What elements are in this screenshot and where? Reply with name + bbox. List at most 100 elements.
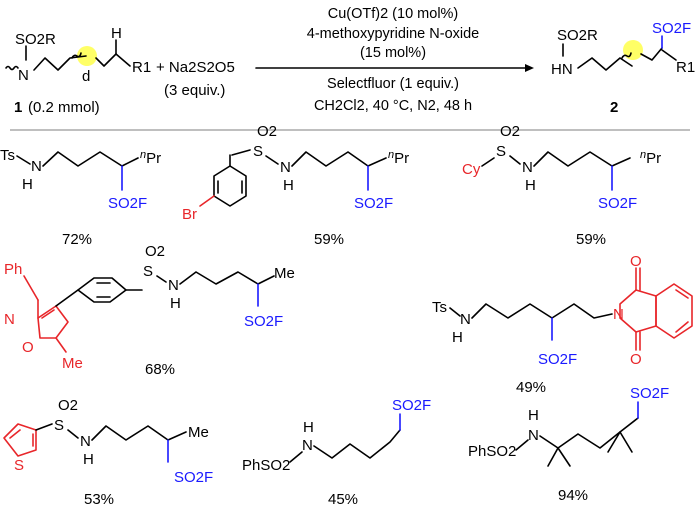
- example-5: Ts N H SO2F N O O 49%: [432, 253, 693, 396]
- sulfonyl-label: SO2R: [15, 31, 56, 48]
- methyl-bond: [547, 447, 559, 467]
- bond: [675, 321, 689, 333]
- benzene-ring: [77, 277, 127, 303]
- r1-bond: [115, 53, 131, 67]
- me-label: Me: [62, 355, 83, 372]
- isoxazole-o-label: O: [22, 339, 34, 356]
- bond: [55, 337, 67, 353]
- yield-label: 45%: [328, 491, 358, 508]
- chain-bonds: [577, 57, 633, 71]
- bond: [16, 155, 31, 165]
- hydrogen-label: H: [83, 451, 94, 468]
- nitrogen-label: N: [31, 158, 42, 175]
- nitrogen-label: N: [302, 437, 313, 454]
- so2f-label: SO2F: [598, 195, 637, 212]
- thiophene-ring: [3, 423, 37, 457]
- chain-bonds-2: [95, 53, 117, 67]
- hydrogen-label: H: [22, 176, 33, 193]
- sulfur-label: S: [54, 417, 64, 434]
- product-2: SO2R HN SO2F R1 2: [551, 20, 695, 116]
- chain-bonds: [539, 417, 639, 449]
- r1-label: R1: [676, 59, 695, 76]
- chain-bonds: [533, 151, 631, 167]
- condition-catalyst: Cu(OTf)2 (10 mol%): [328, 6, 459, 22]
- compound-2-number: 2: [610, 99, 618, 116]
- so2f-label: SO2F: [174, 469, 213, 486]
- reagent-formula: + Na2S2O5: [156, 59, 235, 76]
- bond: [515, 439, 529, 451]
- condition-ligand-loading: (15 mol%): [360, 45, 426, 61]
- so2f-label: SO2F: [652, 20, 691, 37]
- cy-label: Cy: [462, 161, 481, 178]
- example-3: Cy S O2 N H nPr SO2F 59%: [462, 123, 661, 248]
- sulfur-label: S: [496, 143, 506, 160]
- highlight-circle: [623, 40, 643, 60]
- bond: [9, 429, 21, 439]
- reagent-equiv: (3 equiv.): [164, 82, 225, 99]
- bond: [67, 429, 79, 439]
- phthalimide-n-label: N: [613, 306, 624, 323]
- bond: [156, 275, 167, 283]
- isoxazole-ring: [37, 305, 69, 339]
- chain-bonds: [91, 425, 187, 441]
- r1-label: R1: [132, 59, 151, 76]
- phso2-label: PhSO2: [468, 443, 516, 460]
- benzene-ring: [213, 165, 247, 207]
- bond: [41, 309, 55, 319]
- ts-label: Ts: [432, 299, 447, 316]
- substrate-1: N SO2R H R1 d 1 (0.2 mmol): [5, 25, 151, 116]
- wavy-bond: [5, 65, 19, 71]
- yield-label: 72%: [62, 231, 92, 248]
- npr-label: nPr: [640, 149, 661, 167]
- yield-label: 59%: [314, 231, 344, 248]
- bond: [481, 157, 495, 167]
- thiophene-s-label: S: [14, 457, 24, 474]
- so2f-label: SO2F: [108, 195, 147, 212]
- bond: [265, 155, 279, 165]
- sulfonyl-label: SO2R: [557, 27, 598, 44]
- example-4: Ph N O Me S O2 N H Me SO2F 68%: [4, 243, 295, 378]
- phso2-label: PhSO2: [242, 457, 290, 474]
- ph-label: Ph: [4, 261, 22, 278]
- arrow-head: [525, 64, 534, 72]
- hydrogen-label: H: [528, 407, 539, 424]
- example-7: PhSO2 N H SO2F 45%: [242, 397, 431, 508]
- o2-label: O2: [58, 397, 78, 414]
- chain-bonds: [291, 151, 387, 167]
- condition-solvent-temp: CH2Cl2, 40 °C, N2, 48 h: [314, 98, 472, 114]
- chain-bonds: [33, 55, 87, 71]
- bond: [23, 275, 39, 301]
- yield-label: 53%: [84, 491, 114, 508]
- nitrogen-label: N: [522, 159, 533, 176]
- me-label: Me: [188, 424, 209, 441]
- highlight-circle: [77, 46, 97, 66]
- methyl-bond: [557, 447, 571, 467]
- chain-bonds: [179, 271, 275, 285]
- yield-label: 49%: [516, 379, 546, 396]
- example-8: PhSO2 N H SO2F 94%: [468, 385, 669, 504]
- distance-label: d: [82, 68, 90, 85]
- nitrogen-label: N: [528, 427, 539, 444]
- isoxazole-n-label: N: [4, 311, 15, 328]
- reagent: + Na2S2O5 (3 equiv.): [156, 59, 235, 99]
- oxygen-bottom-label: O: [630, 351, 642, 368]
- example-1: Ts N H nPr SO2F 72%: [0, 147, 161, 248]
- so2f-label: SO2F: [538, 351, 577, 368]
- o2-label: O2: [257, 123, 277, 140]
- bond: [35, 423, 53, 431]
- benzo-ring: [655, 283, 693, 339]
- br-bond: [199, 195, 215, 207]
- nitrogen-label: N: [168, 277, 179, 294]
- bond: [675, 289, 689, 299]
- bond: [509, 155, 521, 165]
- example-2: Br S O2 N H nPr SO2F 59%: [182, 123, 409, 248]
- chain-break: [71, 52, 82, 59]
- hydrogen-label: H: [303, 419, 314, 436]
- br-label: Br: [182, 206, 197, 223]
- example-6: S S O2 N H Me SO2F 53%: [3, 397, 213, 508]
- nitrogen-label: N: [280, 159, 291, 176]
- methyl-bond: [619, 431, 633, 453]
- so2f-label: SO2F: [354, 195, 393, 212]
- o2-label: O2: [500, 123, 520, 140]
